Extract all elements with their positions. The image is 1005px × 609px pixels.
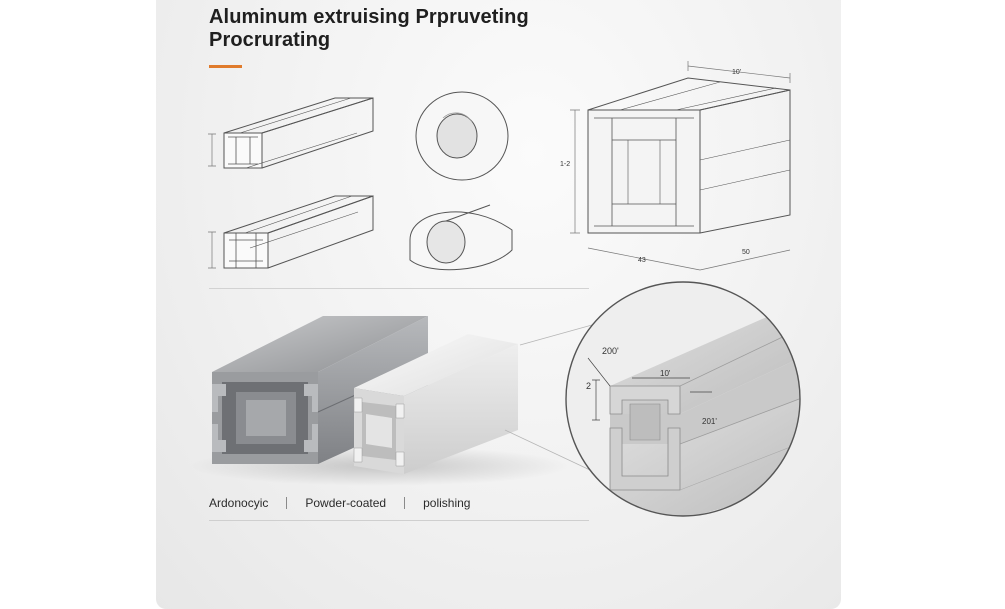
page-title: Aluminum extruising Prpruveting Procrura…	[209, 6, 529, 52]
detail-dim-10: 10'	[660, 369, 671, 378]
finish-labels: Ardonocyic Powder-coated polishing	[209, 496, 470, 510]
title-accent-bar	[209, 65, 242, 68]
detail-dim-200: 200'	[602, 346, 619, 356]
finish-label-powder-coated: Powder-coated	[305, 496, 387, 510]
dim-side: 1-2	[560, 161, 570, 168]
sketch-half-round	[409, 204, 513, 271]
detail-magnifier	[565, 281, 801, 517]
finish-label-anodized: Ardonocyic	[209, 496, 269, 510]
section-divider	[209, 288, 589, 289]
finish-label-polishing: polishing	[423, 496, 471, 510]
detail-dim-2: 2	[586, 381, 591, 391]
sketch-profile-2	[208, 195, 374, 269]
title-line-1: Aluminum extruising Prpruveting	[209, 6, 529, 28]
sketch-profile-1	[208, 97, 374, 169]
finish-separator	[404, 497, 406, 509]
finish-underline	[209, 520, 589, 521]
dim-top: 10'	[732, 69, 741, 76]
sketch-tube	[415, 91, 509, 181]
detail-dim-201: 201'	[702, 417, 717, 426]
title-line-2: Procrurating	[209, 29, 331, 51]
sketch-large-profile	[570, 61, 791, 271]
render-powder-coated-profile	[353, 334, 518, 474]
dim-bottom-left: 43	[638, 257, 646, 264]
leader-line-bottom	[504, 429, 591, 471]
finish-separator	[286, 497, 288, 509]
dim-bottom-right: 50	[742, 249, 750, 256]
